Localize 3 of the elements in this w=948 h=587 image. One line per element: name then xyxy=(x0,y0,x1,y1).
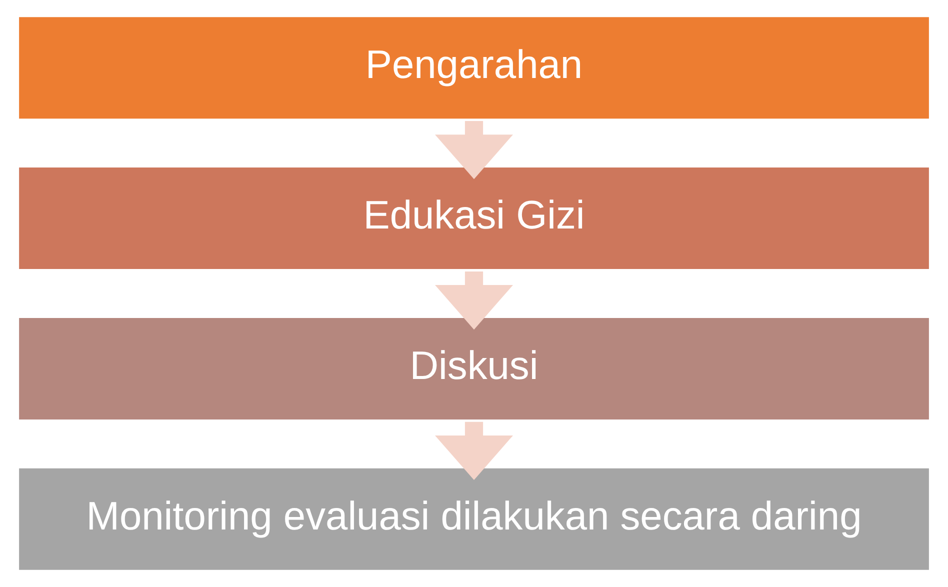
arrow xyxy=(435,121,513,180)
arrow xyxy=(435,271,513,330)
arrow xyxy=(435,422,513,480)
